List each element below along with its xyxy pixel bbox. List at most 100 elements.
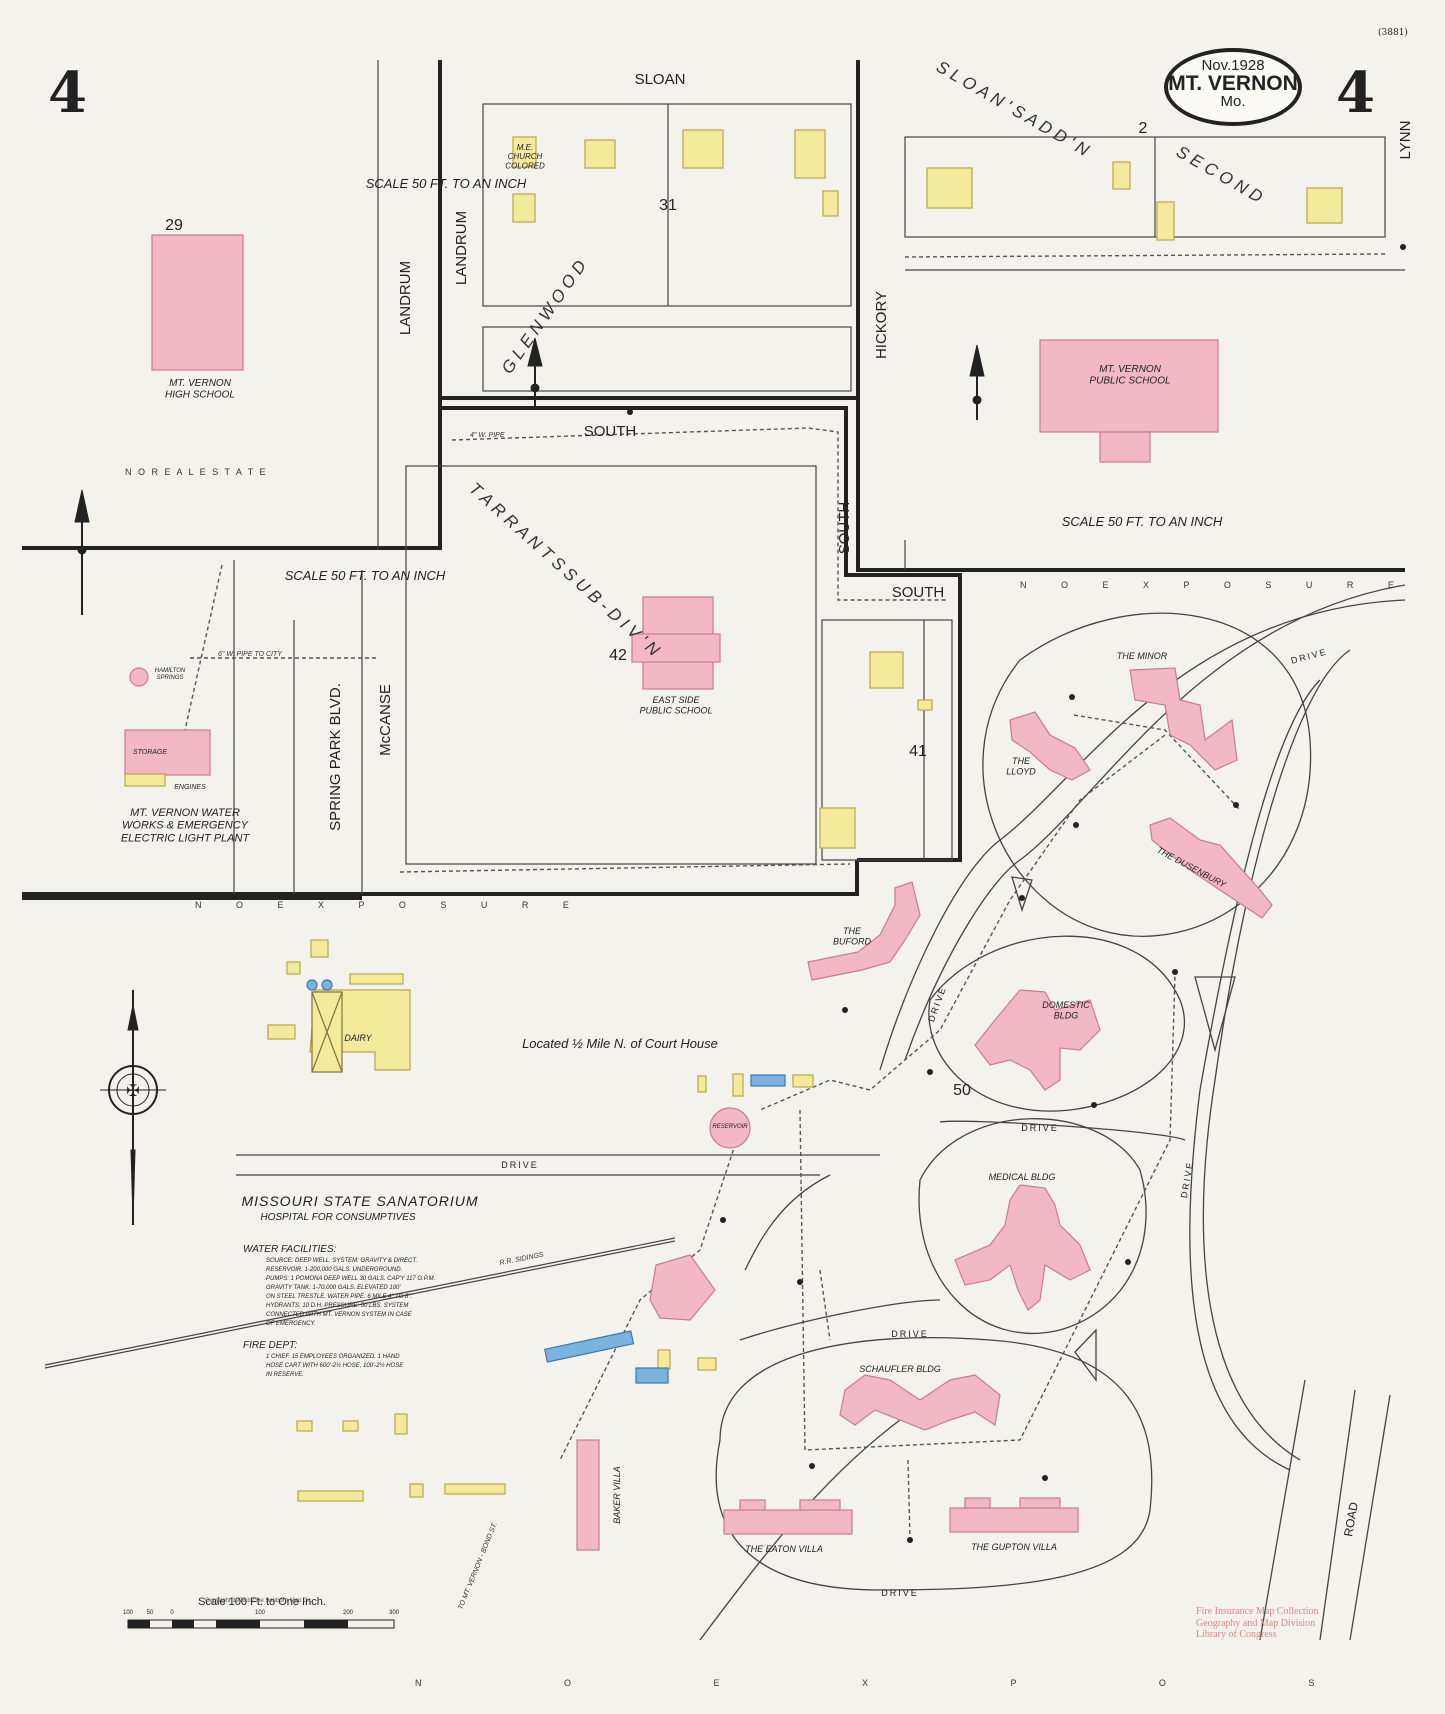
no-exposure-bottom: N O E X P O S U R E bbox=[415, 1678, 1445, 1688]
drive-label-4: DRIVE bbox=[881, 1588, 919, 1598]
scale-tick-label: 50 bbox=[147, 1610, 154, 1616]
high-school-building bbox=[151, 234, 244, 371]
label-baker: BAKER VILLA bbox=[612, 1466, 622, 1524]
street-south-vertical: SOUTH bbox=[836, 502, 853, 555]
street-south-short: SOUTH bbox=[892, 584, 945, 601]
power-house-building bbox=[649, 1254, 716, 1321]
scale-bar: Scale 100 Ft. to One Inch. 100 50 0 100 200 3… bbox=[123, 1596, 400, 1629]
metal-buildings bbox=[306, 979, 786, 1384]
domestic-building bbox=[974, 989, 1101, 1091]
no-exposure-middle: N O E X P O S U R E bbox=[195, 900, 585, 910]
gupton-villa-building bbox=[949, 1507, 1079, 1533]
block-29: 29 bbox=[165, 217, 183, 234]
label-minor: THE MINOR bbox=[1117, 651, 1168, 661]
pipe-label-4in: 4" W. PIPE bbox=[470, 432, 505, 439]
title-state: Mo. bbox=[1220, 93, 1246, 110]
street-lines bbox=[22, 60, 1405, 900]
scale-tick-label: 200 bbox=[343, 1610, 354, 1616]
the-minor-building bbox=[1129, 667, 1238, 771]
schaufler-building bbox=[839, 1374, 1001, 1431]
drive-label-3: DRIVE bbox=[891, 1329, 929, 1339]
street-south: SOUTH bbox=[584, 423, 637, 440]
scale-tick-label: 100 bbox=[123, 1610, 134, 1616]
no-real-estate: N O R E A L E S T A T E bbox=[125, 467, 268, 477]
street-landrum-east: LANDRUM bbox=[453, 211, 470, 285]
water-pipes bbox=[184, 253, 1386, 1541]
rail-siding bbox=[44, 1237, 676, 1369]
location-note: Located ½ Mile N. of Court House bbox=[522, 1036, 718, 1051]
medical-building bbox=[954, 1184, 1091, 1311]
street-sloan: SLOAN bbox=[635, 71, 686, 88]
street-hickory: HICKORY bbox=[873, 291, 890, 359]
label-dairy: DAIRY bbox=[344, 1033, 372, 1043]
street-lynn: LYNN bbox=[1397, 121, 1414, 160]
drive-label-1: DRIVE bbox=[501, 1160, 539, 1170]
sheet-number-left: 4 bbox=[48, 60, 87, 126]
drive-label-2: DRIVE bbox=[1021, 1123, 1059, 1133]
scale-50-east: SCALE 50 FT. TO AN INCH bbox=[1062, 514, 1223, 529]
north-arrow-2 bbox=[969, 344, 985, 420]
block-41: 41 bbox=[909, 743, 927, 760]
sheet-number-right: 4 bbox=[1336, 60, 1375, 126]
scale-tick-label: 300 bbox=[389, 1610, 400, 1616]
the-dusenbury-building bbox=[1149, 817, 1273, 919]
pipe-label-6in: 6" W. PIPE TO CITY bbox=[218, 651, 283, 658]
scale-tick-label: 0 bbox=[170, 1610, 174, 1616]
scale-bar-title: Scale 100 Ft. to One Inch. bbox=[198, 1596, 326, 1608]
eaton-villa-building bbox=[723, 1509, 853, 1535]
reservoir bbox=[709, 1107, 751, 1149]
road-label: ROAD bbox=[1341, 1501, 1361, 1538]
street-spring-park: SPRING PARK BLVD. bbox=[327, 683, 344, 831]
north-arrow-3 bbox=[74, 489, 90, 615]
label-eaton: THE EATON VILLA bbox=[745, 1544, 823, 1554]
title-city: MT. VERNON bbox=[1168, 72, 1298, 95]
north-arrow-1 bbox=[527, 337, 543, 410]
block-31: 31 bbox=[659, 197, 677, 214]
water-facilities-title: WATER FACILITIES: bbox=[243, 1244, 337, 1255]
hydrant-markers bbox=[627, 244, 1406, 1543]
lot-lines bbox=[233, 60, 1405, 894]
street-landrum-west: LANDRUM bbox=[397, 261, 414, 335]
hamilton-springs bbox=[129, 667, 149, 687]
fire-dept-title: FIRE DEPT: bbox=[243, 1340, 297, 1351]
title-date: Nov.1928 bbox=[1201, 57, 1265, 74]
block-50: 50 bbox=[953, 1082, 971, 1099]
water-facilities-text: SOURCE: DEEP WELL. SYSTEM: GRAVITY & DIR… bbox=[266, 1258, 435, 1327]
sanatorium-name: MISSOURI STATE SANATORIUM bbox=[241, 1193, 478, 1209]
scale-tick-label: 100 bbox=[255, 1610, 266, 1616]
label-reservoir: RESERVOIR bbox=[712, 1124, 748, 1130]
scale-50-north: SCALE 50 FT. TO AN INCH bbox=[366, 176, 527, 191]
scale-50-west: SCALE 50 FT. TO AN INCH bbox=[285, 568, 446, 583]
label-storage: STORAGE bbox=[133, 749, 167, 756]
label-schaufler: SCHAUFLER BLDG bbox=[859, 1364, 941, 1374]
baker-villa-building bbox=[576, 1439, 600, 1551]
title-cartouche: Nov.1928 MT. VERNON Mo. bbox=[1164, 48, 1302, 126]
dairy-barn bbox=[311, 991, 343, 1073]
label-engines: ENGINES bbox=[174, 784, 206, 791]
compass-rose: ✠ bbox=[100, 990, 166, 1225]
block-2: 2 bbox=[1139, 120, 1148, 137]
block-42: 42 bbox=[609, 647, 627, 664]
copyright: Copyright 1928 by the Sanborn Map Co. bbox=[205, 1598, 313, 1604]
no-exposure-east: N O E X P O S U R E bbox=[1020, 580, 1410, 590]
sanatorium-subtitle: HOSPITAL FOR CONSUMPTIVES bbox=[260, 1212, 416, 1223]
public-school-building bbox=[1039, 339, 1219, 433]
corner-code: (3881) bbox=[1378, 28, 1408, 38]
the-lloyd-building bbox=[1009, 711, 1091, 781]
brick-buildings bbox=[124, 234, 1273, 1551]
label-gupton: THE GUPTON VILLA bbox=[971, 1542, 1057, 1552]
street-mccanse: McCANSE bbox=[377, 684, 394, 756]
the-buford-building bbox=[807, 881, 921, 981]
